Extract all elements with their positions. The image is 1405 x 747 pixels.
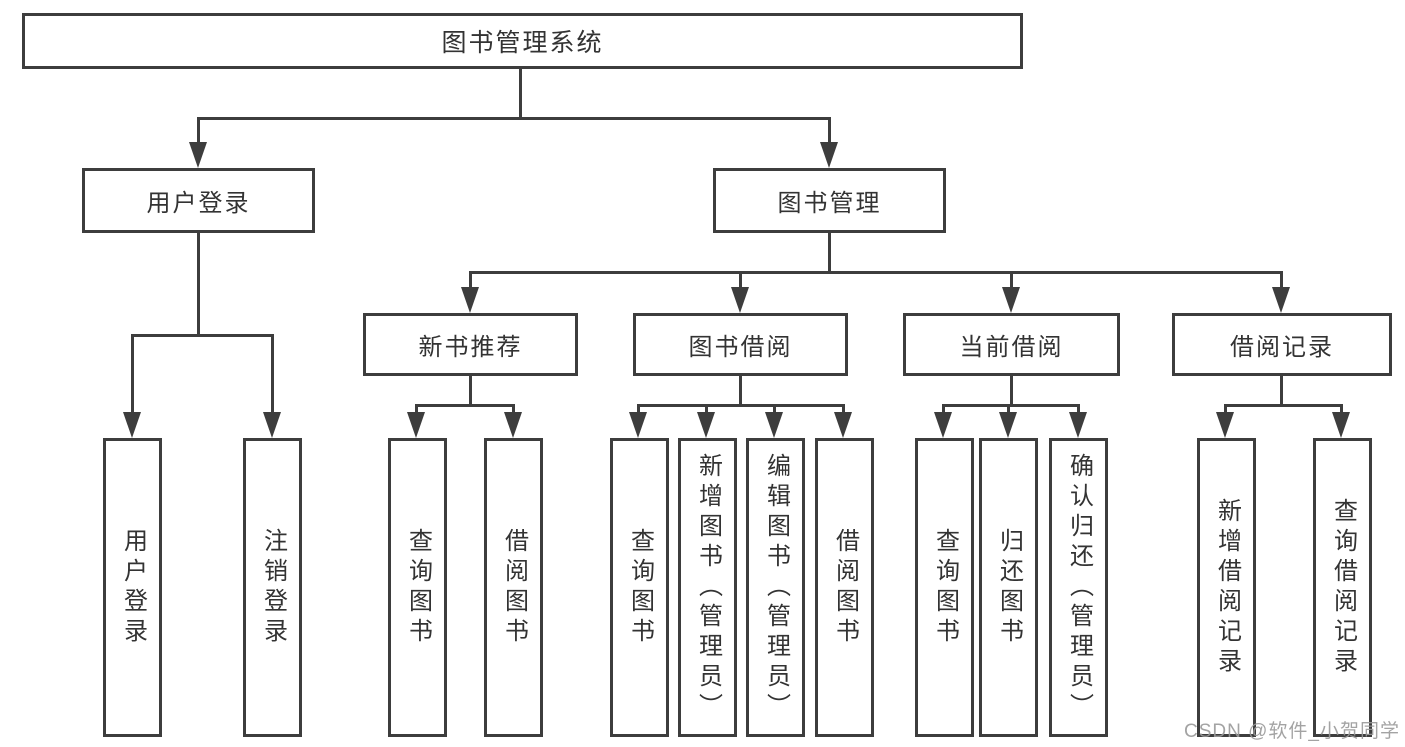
leaf-query-books-current: 查询图书 bbox=[915, 438, 974, 737]
leaf-label: 查询图书 bbox=[626, 527, 654, 648]
node-book-management: 图书管理 bbox=[713, 168, 946, 233]
connector-line bbox=[197, 117, 831, 120]
connector-line bbox=[739, 271, 742, 291]
connector-line bbox=[469, 271, 472, 291]
connector-line bbox=[1224, 404, 1343, 407]
node-label: 新书推荐 bbox=[418, 334, 523, 361]
arrow-head bbox=[731, 287, 749, 313]
leaf-add-borrow-record: 新增借阅记录 bbox=[1197, 438, 1256, 737]
arrow-head bbox=[765, 412, 783, 438]
leaf-return-book: 归还图书 bbox=[979, 438, 1038, 737]
leaf-label: 归还图书 bbox=[995, 527, 1023, 648]
connector-line bbox=[705, 404, 708, 418]
arrow-head bbox=[1216, 412, 1234, 438]
connector-line bbox=[1280, 375, 1283, 407]
leaf-user-login: 用户登录 bbox=[103, 438, 162, 737]
node-label: 借阅记录 bbox=[1230, 334, 1334, 361]
leaf-label: 用户登录 bbox=[119, 527, 147, 648]
connector-line bbox=[131, 334, 274, 337]
arrow-head bbox=[123, 412, 141, 438]
arrow-head bbox=[834, 412, 852, 438]
connector-line bbox=[512, 404, 515, 418]
connector-line bbox=[271, 334, 274, 416]
leaf-label: 借阅图书 bbox=[831, 527, 859, 648]
arrow-head bbox=[1272, 287, 1290, 313]
arrow-head bbox=[934, 412, 952, 438]
node-root-system: 图书管理系统 bbox=[22, 13, 1023, 69]
connector-line bbox=[828, 232, 831, 274]
connector-line bbox=[131, 334, 134, 416]
leaf-confirm-return-admin: 确认归还（管理员） bbox=[1049, 438, 1108, 737]
connector-line bbox=[1280, 271, 1283, 291]
connector-line bbox=[942, 404, 945, 418]
leaf-label: 确认归还（管理员） bbox=[1065, 452, 1093, 723]
arrow-head bbox=[820, 142, 838, 168]
node-label: 用户登录 bbox=[146, 190, 251, 217]
connector-line bbox=[1010, 375, 1013, 407]
leaf-borrow-books-recommend: 借阅图书 bbox=[484, 438, 543, 737]
node-new-book-recommendation: 新书推荐 bbox=[363, 313, 578, 376]
arrow-head bbox=[1002, 287, 1020, 313]
arrow-head bbox=[189, 142, 207, 168]
node-label: 图书借阅 bbox=[688, 334, 793, 361]
connector-line bbox=[637, 404, 640, 418]
connector-line bbox=[469, 375, 472, 407]
node-label: 图书管理 bbox=[777, 190, 882, 217]
connector-line bbox=[1007, 404, 1010, 418]
node-book-borrowing: 图书借阅 bbox=[633, 313, 848, 376]
node-label: 当前借阅 bbox=[959, 334, 1064, 361]
leaf-borrow-books: 借阅图书 bbox=[815, 438, 874, 737]
connector-line bbox=[415, 404, 418, 418]
node-borrowing-records: 借阅记录 bbox=[1172, 313, 1392, 376]
arrow-head bbox=[407, 412, 425, 438]
arrow-head bbox=[629, 412, 647, 438]
leaf-label: 查询图书 bbox=[931, 527, 959, 648]
leaf-label: 查询图书 bbox=[404, 527, 432, 648]
connector-line bbox=[469, 271, 1283, 274]
arrow-head bbox=[1069, 412, 1087, 438]
leaf-edit-book-admin: 编辑图书（管理员） bbox=[746, 438, 805, 737]
connector-line bbox=[828, 117, 831, 149]
leaf-label: 借阅图书 bbox=[500, 527, 528, 648]
leaf-query-borrow-record: 查询借阅记录 bbox=[1313, 438, 1372, 737]
connector-line bbox=[773, 404, 776, 418]
connector-line bbox=[197, 117, 200, 149]
csdn-watermark: CSDN @软件_小贺同学 bbox=[1184, 721, 1400, 742]
leaf-label: 注销登录 bbox=[259, 527, 287, 648]
connector-line bbox=[1010, 271, 1013, 291]
connector-line bbox=[1077, 404, 1080, 418]
connector-line bbox=[842, 404, 845, 418]
arrow-head bbox=[461, 287, 479, 313]
connector-line bbox=[637, 404, 845, 407]
arrow-head bbox=[999, 412, 1017, 438]
leaf-label: 查询借阅记录 bbox=[1329, 497, 1357, 678]
leaf-query-books-borrowing: 查询图书 bbox=[610, 438, 669, 737]
connector-line bbox=[739, 375, 742, 407]
node-label: 图书管理系统 bbox=[441, 29, 604, 57]
arrow-head bbox=[263, 412, 281, 438]
connector-line bbox=[1340, 404, 1343, 418]
node-current-borrowing: 当前借阅 bbox=[903, 313, 1120, 376]
leaf-logout: 注销登录 bbox=[243, 438, 302, 737]
connector-line bbox=[415, 404, 515, 407]
node-user-login: 用户登录 bbox=[82, 168, 315, 233]
connector-line bbox=[519, 69, 522, 119]
arrow-head bbox=[504, 412, 522, 438]
leaf-query-books-recommend: 查询图书 bbox=[388, 438, 447, 737]
leaf-label: 新增图书（管理员） bbox=[694, 452, 722, 723]
connector-line bbox=[1224, 404, 1227, 418]
arrow-head bbox=[1332, 412, 1350, 438]
leaf-add-book-admin: 新增图书（管理员） bbox=[678, 438, 737, 737]
connector-line bbox=[942, 404, 1080, 407]
leaf-label: 新增借阅记录 bbox=[1213, 497, 1241, 678]
arrow-head bbox=[697, 412, 715, 438]
connector-line bbox=[197, 231, 200, 337]
leaf-label: 编辑图书（管理员） bbox=[762, 452, 790, 723]
